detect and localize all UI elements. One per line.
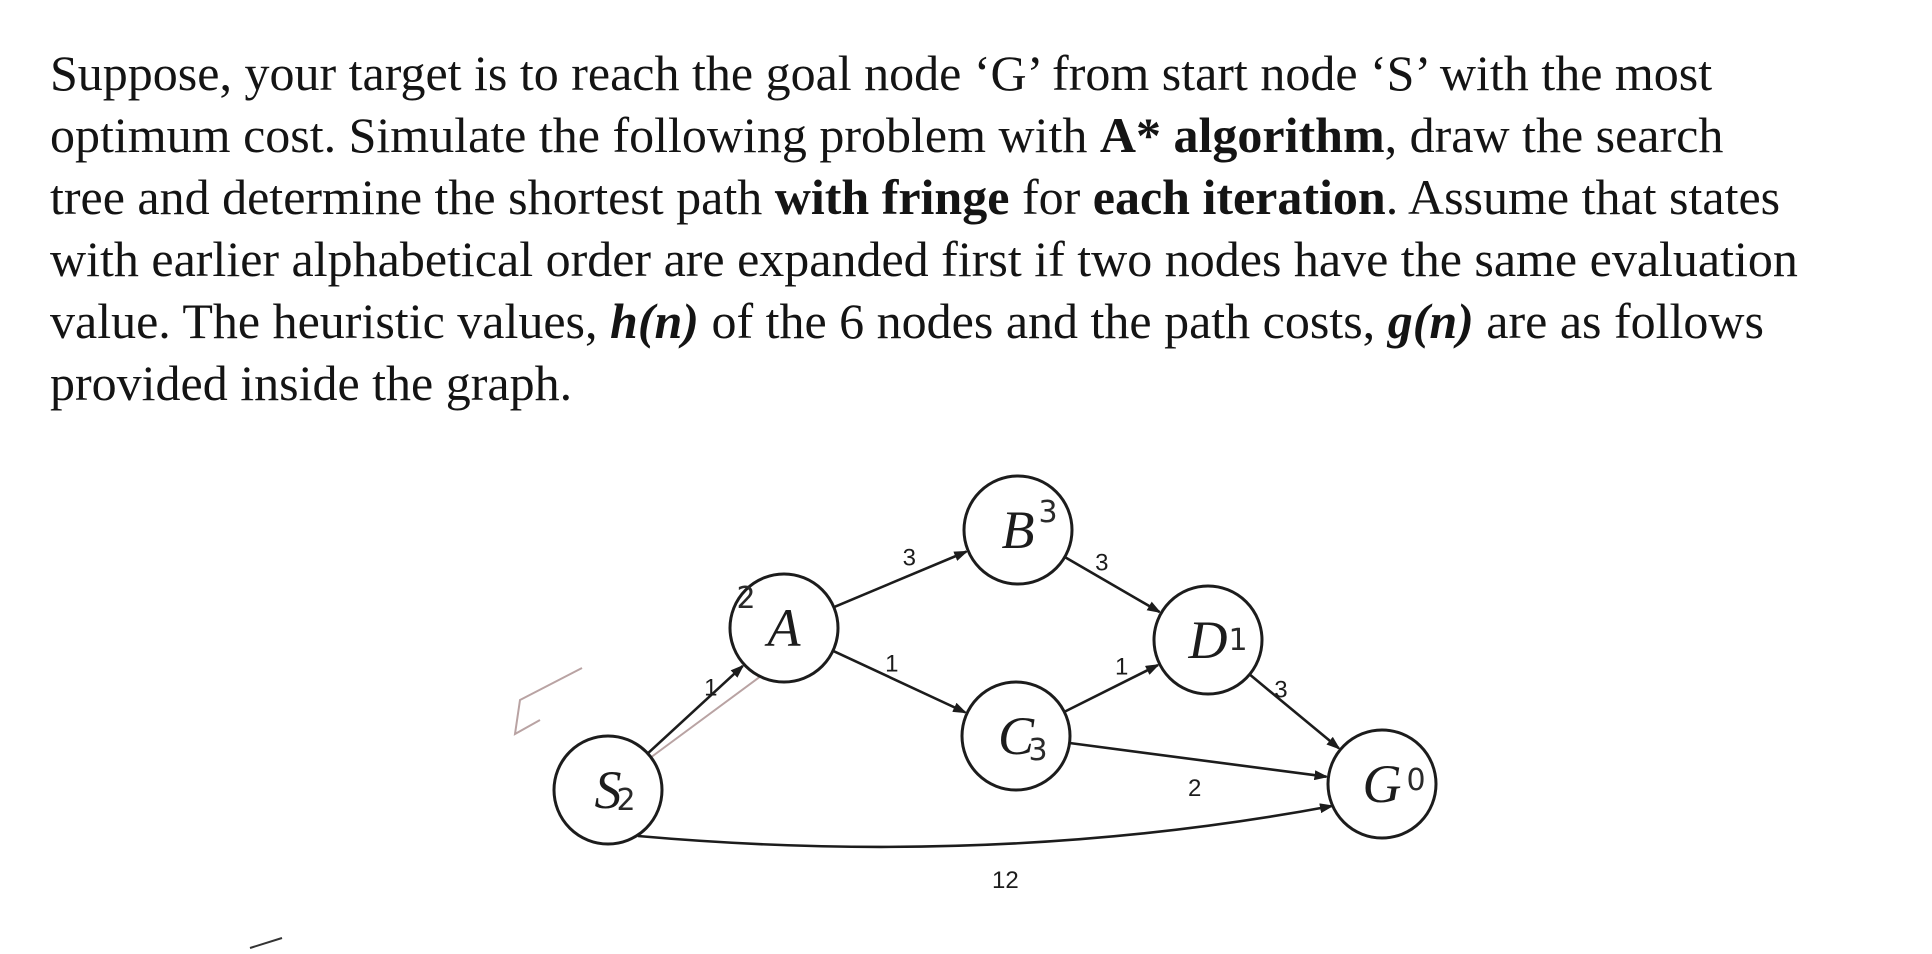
node-s: S2 [552,734,664,846]
problem-line: Suppose, your target is to reach the goa… [50,42,1905,104]
edge-cost-label: 1 [885,651,898,678]
edge-cost-label: 12 [992,867,1019,894]
heuristic-value: 1 [1228,623,1247,658]
edge-b-d [1064,555,1162,614]
node-label: D [1188,610,1228,670]
heuristic-value: 2 [736,581,755,616]
heuristic-value: 3 [1028,733,1047,768]
problem-text: . Assume that states [1385,169,1781,225]
node-label: A [765,598,802,658]
problem-line: optimum cost. Simulate the following pro… [50,104,1905,166]
heuristic-value: 2 [616,783,635,818]
node-circle [960,680,1072,792]
pencil-checkmark [513,667,583,736]
node-label: G [1363,754,1402,814]
edge-d-g [1248,673,1341,750]
bold-term: each iteration [1092,169,1386,225]
edge-cost-label: 1 [1115,653,1128,680]
problem-text: provided inside the graph. [50,355,573,411]
edge-a-b [833,550,969,609]
heuristic-value: 0 [1406,763,1425,798]
problem-text: value. The heuristic values, [50,293,611,349]
edge-cost-label: 3 [903,544,916,571]
edge-cost-label: 3 [1095,549,1108,576]
node-label: B [1002,500,1035,560]
problem-text: are as follows [1473,293,1764,349]
edge-cost-label: 3 [1274,676,1287,703]
node-label: C [998,706,1035,766]
node-circle [552,734,664,846]
problem-text: with earlier alphabetical order are expa… [50,231,1798,287]
edge-s-g [637,803,1334,849]
pencil-dash [249,937,283,949]
edge-cost-label: 2 [1188,775,1201,802]
problem-text: , draw the search [1384,107,1724,163]
problem-line: with earlier alphabetical order are expa… [50,228,1905,290]
node-circle [962,474,1074,586]
problem-text: for [1009,169,1093,225]
bold-term: with fringe [774,169,1010,225]
edge-c-d [1063,663,1160,714]
problem-line: provided inside the graph. [50,352,1905,414]
problem-text: optimum cost. Simulate the following pro… [50,107,1100,163]
node-circle [1152,584,1264,696]
problem-text: of the 6 nodes and the path costs, [698,293,1388,349]
node-label: S [595,760,622,820]
edge-a-c [832,649,968,714]
heuristic-value: 3 [1038,495,1057,530]
problem-text: Suppose, your target is to reach the goa… [50,45,1713,101]
function-term: h(n) [610,293,699,349]
edge-c-g [1069,741,1329,781]
node-c: C3 [960,680,1072,792]
function-term: g(n) [1387,293,1474,349]
edge-cost-label: 1 [704,675,717,702]
pencil-stroke [649,661,781,759]
bold-term: A* algorithm [1099,107,1385,163]
node-circle [1326,728,1438,840]
edge-s-a [646,664,745,755]
problem-text: tree and determine the shortest path [50,169,775,225]
problem-statement: Suppose, your target is to reach the goa… [50,42,1905,414]
node-a: A2 [728,572,840,684]
node-circle [728,572,840,684]
problem-line: value. The heuristic values, h(n) of the… [50,290,1905,352]
problem-line: tree and determine the shortest path wit… [50,166,1905,228]
